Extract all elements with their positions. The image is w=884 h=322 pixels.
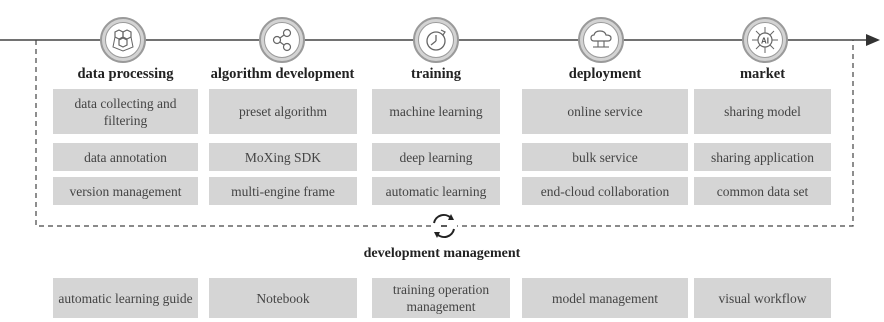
item-machine-learning: machine learning (372, 89, 500, 134)
item-preset-algorithm: preset algorithm (209, 89, 357, 134)
stage-title-algorithm-development: algorithm development (210, 66, 355, 82)
item-deep-learning: deep learning (372, 143, 500, 171)
item-notebook: Notebook (209, 278, 357, 318)
item-data-collecting: data collecting and filtering (53, 89, 198, 134)
item-moxing-sdk: MoXing SDK (209, 143, 357, 171)
flow-arrowhead (866, 34, 880, 46)
item-bulk-service: bulk service (522, 143, 688, 171)
stage-title-deployment: deployment (568, 66, 642, 82)
item-multi-engine-frame: multi-engine frame (209, 177, 357, 205)
item-sharing-model: sharing model (694, 89, 831, 134)
item-version-management: version management (53, 177, 198, 205)
item-model-management: model management (522, 278, 688, 318)
stage-title-data-processing: data processing (77, 66, 174, 82)
item-training-operation-management: training operation management (372, 278, 510, 318)
item-automatic-learning: automatic learning (372, 177, 500, 205)
item-common-data-set: common data set (694, 177, 831, 205)
stopwatch-icon (413, 17, 459, 63)
stage-title-training: training (411, 66, 461, 82)
item-online-service: online service (522, 89, 688, 134)
item-end-cloud-collaboration: end-cloud collaboration (522, 177, 688, 205)
honeycomb-icon (100, 17, 146, 63)
cycle-arrows-icon (431, 213, 457, 239)
cloud-deploy-icon (578, 17, 624, 63)
ai-chip-label: AI (761, 37, 769, 46)
item-sharing-application: sharing application (694, 143, 831, 171)
item-visual-workflow: visual workflow (694, 278, 831, 318)
ai-chip-icon: AI (742, 17, 788, 63)
stage-title-market: market (739, 66, 786, 82)
development-management-title: development management (363, 246, 521, 261)
share-nodes-icon (259, 17, 305, 63)
item-automatic-learning-guide: automatic learning guide (53, 278, 198, 318)
item-data-annotation: data annotation (53, 143, 198, 171)
